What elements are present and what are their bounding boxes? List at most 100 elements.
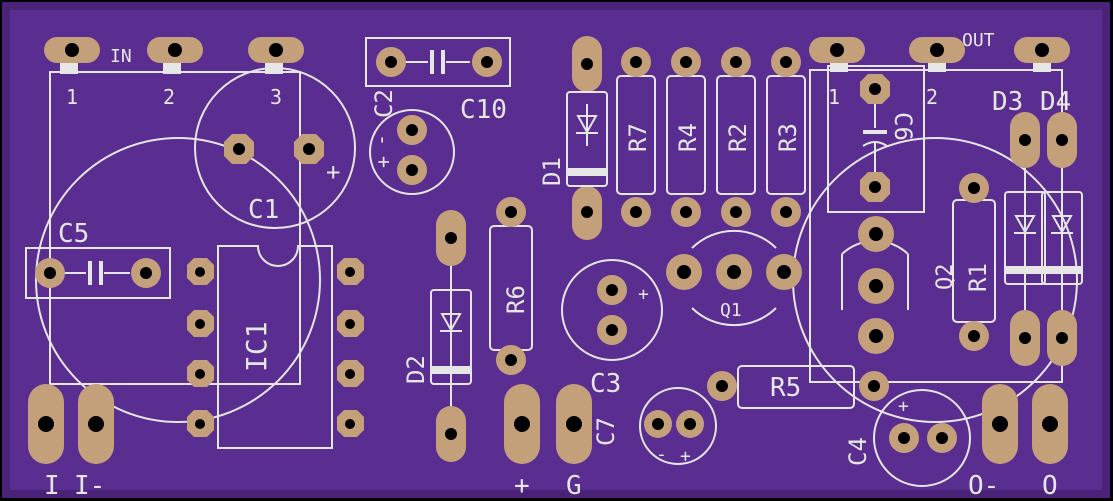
c4-plus: + (898, 396, 909, 417)
pot-in-pin-label: 1 (66, 85, 78, 109)
r5-drill (868, 380, 880, 392)
c7-drill (652, 418, 664, 430)
pot-out-drill (1035, 43, 1049, 57)
c2-minus: - (369, 134, 393, 146)
q1-drill (677, 265, 691, 279)
d2-body (430, 289, 472, 385)
ic1-outline (217, 245, 333, 449)
d3-label: D3 (992, 87, 1023, 117)
power-label-plus: + (514, 471, 530, 501)
r6-drill (505, 206, 517, 218)
c2-drill (406, 164, 418, 176)
c1: C1 + (194, 67, 356, 229)
c3-drill (606, 324, 618, 336)
pot-out-drill (930, 43, 944, 57)
c10-plate (430, 50, 434, 74)
output-drill (992, 416, 1008, 432)
c3-outline (561, 259, 663, 361)
resistor-r4: R4 (666, 47, 706, 227)
d2: D2 (402, 210, 472, 462)
resistor-r2: R2 (716, 47, 756, 227)
input-drill (38, 416, 54, 432)
r2-drill (730, 206, 742, 218)
c10-drill (385, 56, 397, 68)
pot-out-pin-label: 1 (828, 85, 840, 109)
d4-drill (1056, 332, 1068, 344)
c5-plate (88, 261, 92, 285)
ic1-pins (187, 258, 364, 437)
c2-plus: + (371, 156, 395, 168)
ic1-drill (195, 267, 205, 277)
c3-plus: + (638, 284, 649, 305)
c4-label: C4 (844, 437, 872, 466)
connector-input: I I- (28, 384, 114, 501)
c7-outline (639, 387, 717, 465)
c5-drill (44, 267, 56, 279)
resistor-r5: R5 (707, 365, 889, 409)
c2-drill (406, 124, 418, 136)
c7: C7 - + (592, 387, 717, 467)
r3-drill (780, 206, 792, 218)
pot-in-knob-outline (35, 137, 321, 423)
r5-body (737, 365, 855, 409)
c2: C2 - + (369, 89, 455, 195)
c1-plus: + (326, 158, 340, 186)
resistor-r7: R7 (616, 47, 656, 227)
connector-power: + G (504, 384, 592, 501)
c3: C3 + (561, 259, 663, 399)
c3-label: C3 (590, 369, 621, 399)
c10-label: C10 (460, 95, 507, 125)
pot-in-pin-label: 3 (270, 85, 282, 109)
d2-drill (445, 428, 457, 440)
q2-drill (869, 227, 883, 241)
q1-outline (691, 229, 777, 327)
c7-minus: - (656, 444, 667, 465)
ic1-drill (195, 369, 205, 379)
c1-drill (303, 143, 315, 155)
pot-in-drill (269, 43, 283, 57)
c10: C10 (365, 37, 511, 125)
d3-drill (1019, 332, 1031, 344)
c7-plus: + (680, 446, 691, 467)
pot-in-drill (65, 43, 79, 57)
c5-drill (140, 267, 152, 279)
ic1-drill (345, 319, 355, 329)
c1-drill (233, 143, 245, 155)
label-in: IN (110, 46, 132, 67)
ic1-drill (345, 267, 355, 277)
q1-drill (727, 265, 741, 279)
r7-drill (630, 206, 642, 218)
c6-outline (827, 65, 925, 213)
c1-outline (194, 67, 356, 229)
r4-drill (680, 206, 692, 218)
r4-drill (680, 56, 692, 68)
input-drill (88, 416, 104, 432)
q2-label: Q2 (933, 264, 958, 291)
d4: D4 (1040, 87, 1083, 366)
q1: Q1 (666, 229, 802, 327)
c10-outline (365, 37, 511, 87)
label-out: OUT (962, 30, 995, 51)
r3-drill (780, 56, 792, 68)
r2-drill (730, 56, 742, 68)
r6-drill (505, 354, 517, 366)
d1-drill (581, 58, 593, 70)
r3-label: R3 (774, 123, 802, 152)
d2-band (431, 366, 471, 374)
d1-drill (581, 206, 593, 218)
ic1-label: IC1 (240, 321, 273, 372)
c4-drill (936, 432, 948, 444)
c6-label: C6 (889, 112, 917, 141)
d2-symbol (440, 313, 462, 333)
ic1: IC1 (187, 245, 364, 449)
output-drill (1042, 416, 1058, 432)
ic1-drill (345, 369, 355, 379)
output-label-1: O- (968, 471, 999, 501)
resistor-r1: R1 (952, 173, 996, 351)
input-label-1: I (44, 471, 60, 501)
d1: D1 (538, 36, 608, 240)
resistor-r6: R6 (489, 197, 533, 375)
c10-drill (481, 56, 493, 68)
pot-in: IN 1 2 3 (35, 37, 321, 423)
c3-drill (606, 284, 618, 296)
